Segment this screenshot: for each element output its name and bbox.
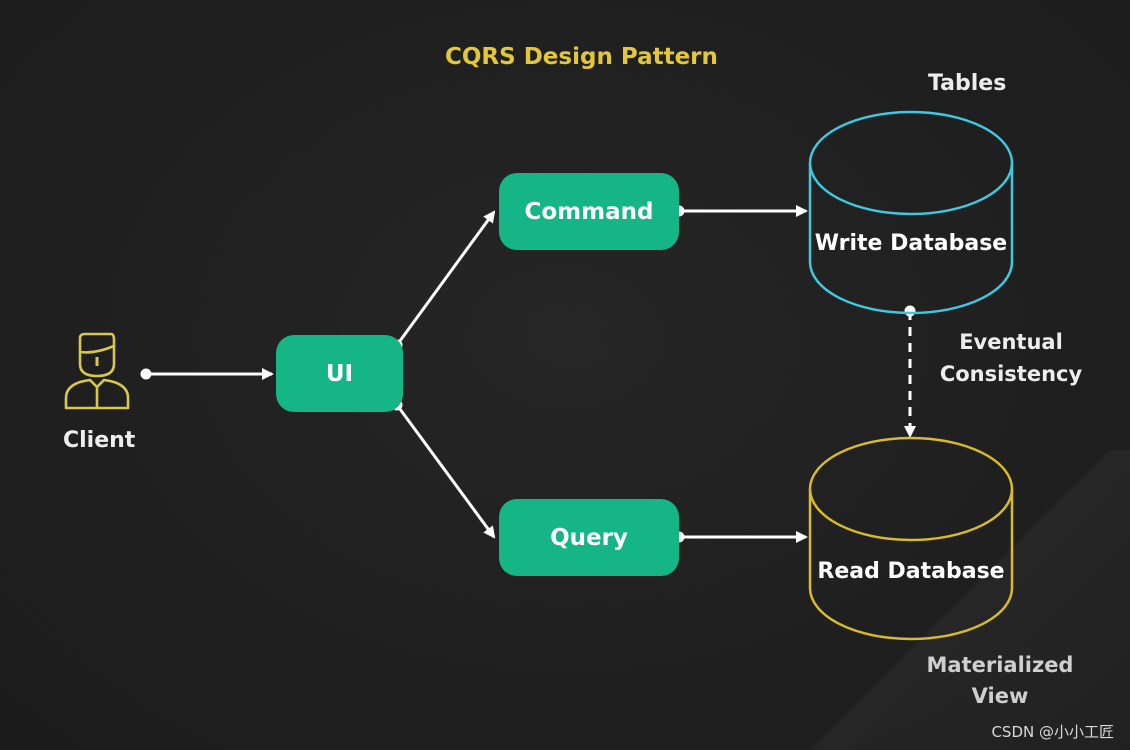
- read-database-cylinder: [808, 436, 1014, 641]
- query-node-label: Query: [550, 524, 628, 551]
- diagram-title: CQRS Design Pattern: [445, 44, 718, 70]
- ui-node: UI: [276, 335, 403, 412]
- person-icon: [64, 332, 130, 410]
- materialized-view-line1: Materialized: [926, 653, 1074, 677]
- watermark: CSDN @小小工匠: [991, 723, 1114, 741]
- client-label: Client: [63, 428, 136, 453]
- tables-caption: Tables: [928, 71, 1007, 96]
- command-node: Command: [499, 173, 679, 250]
- arrow-ui-to-query: [395, 404, 496, 539]
- ui-node-label: UI: [325, 360, 354, 387]
- connector-dot-write-db: [904, 305, 916, 317]
- command-node-label: Command: [524, 198, 654, 225]
- query-node: Query: [499, 499, 679, 576]
- materialized-view-caption: Materialized View: [915, 650, 1085, 712]
- background-corner-shade: [710, 450, 1130, 750]
- connector-dot-client: [140, 368, 152, 380]
- read-database-label: Read Database: [817, 559, 1005, 584]
- eventual-consistency-line1: Eventual: [959, 330, 1063, 354]
- write-database-cylinder: [808, 110, 1014, 315]
- write-database-label: Write Database: [814, 231, 1008, 256]
- eventual-consistency-label: Eventual Consistency: [930, 326, 1092, 390]
- eventual-consistency-line2: Consistency: [939, 362, 1083, 386]
- arrow-ui-to-command: [395, 210, 496, 346]
- materialized-view-line2: View: [971, 684, 1029, 708]
